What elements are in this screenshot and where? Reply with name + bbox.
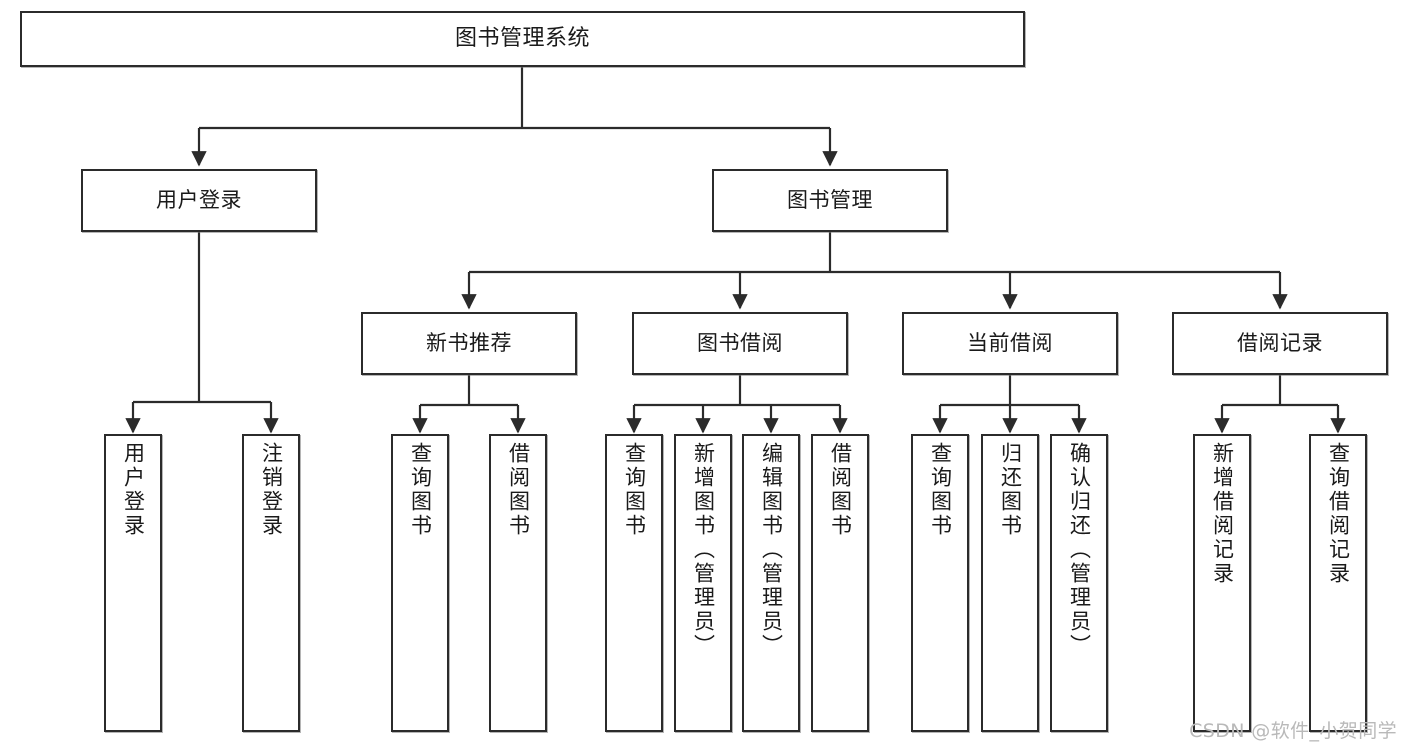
node-label: 图书管理 [787, 187, 873, 212]
node-label: 借阅图书 [828, 442, 853, 538]
node-label: 查询图书 [928, 442, 953, 538]
node-leaf-add-borrow-record[interactable]: 新增借阅记录 [1193, 434, 1251, 732]
node-label: 用户登录 [156, 187, 242, 212]
node-label: 归还图书 [998, 442, 1023, 538]
node-leaf-return-book[interactable]: 归还图书 [981, 434, 1039, 732]
node-label: 新增借阅记录 [1210, 442, 1235, 586]
node-leaf-query-borrow-record[interactable]: 查询借阅记录 [1309, 434, 1367, 732]
node-label: 查询图书 [622, 442, 647, 538]
node-leaf-confirm-return-admin[interactable]: 确认归还（管理员） [1050, 434, 1108, 732]
node-leaf-user-login[interactable]: 用户登录 [104, 434, 162, 732]
node-book-management[interactable]: 图书管理 [712, 169, 948, 232]
node-label: 当前借阅 [967, 330, 1053, 355]
node-label: 图书借阅 [697, 330, 783, 355]
node-borrow-record[interactable]: 借阅记录 [1172, 312, 1388, 375]
node-label: 查询借阅记录 [1326, 442, 1351, 586]
node-label: 借阅记录 [1237, 330, 1323, 355]
node-label: 编辑图书（管理员） [759, 442, 784, 658]
node-label: 新书推荐 [426, 330, 512, 355]
node-leaf-add-book-admin[interactable]: 新增图书（管理员） [674, 434, 732, 732]
node-label: 查询图书 [408, 442, 433, 538]
watermark: CSDN @软件_小贺同学 [1189, 720, 1397, 742]
node-label: 用户登录 [121, 442, 146, 538]
node-label: 图书管理系统 [454, 25, 590, 51]
node-leaf-query-book-newbook[interactable]: 查询图书 [391, 434, 449, 732]
node-label: 新增图书（管理员） [691, 442, 716, 658]
node-leaf-edit-book-admin[interactable]: 编辑图书（管理员） [742, 434, 800, 732]
node-label: 注销登录 [259, 442, 284, 538]
node-leaf-logout[interactable]: 注销登录 [242, 434, 300, 732]
node-leaf-borrow-book-newbook[interactable]: 借阅图书 [489, 434, 547, 732]
node-label: 确认归还（管理员） [1067, 442, 1092, 658]
node-leaf-query-book-current[interactable]: 查询图书 [911, 434, 969, 732]
node-leaf-borrow-book[interactable]: 借阅图书 [811, 434, 869, 732]
node-leaf-query-book-borrow[interactable]: 查询图书 [605, 434, 663, 732]
node-root-system[interactable]: 图书管理系统 [20, 11, 1025, 67]
node-new-book-recommend[interactable]: 新书推荐 [361, 312, 577, 375]
node-book-borrow[interactable]: 图书借阅 [632, 312, 848, 375]
node-current-borrow[interactable]: 当前借阅 [902, 312, 1118, 375]
node-user-login[interactable]: 用户登录 [81, 169, 317, 232]
node-label: 借阅图书 [506, 442, 531, 538]
